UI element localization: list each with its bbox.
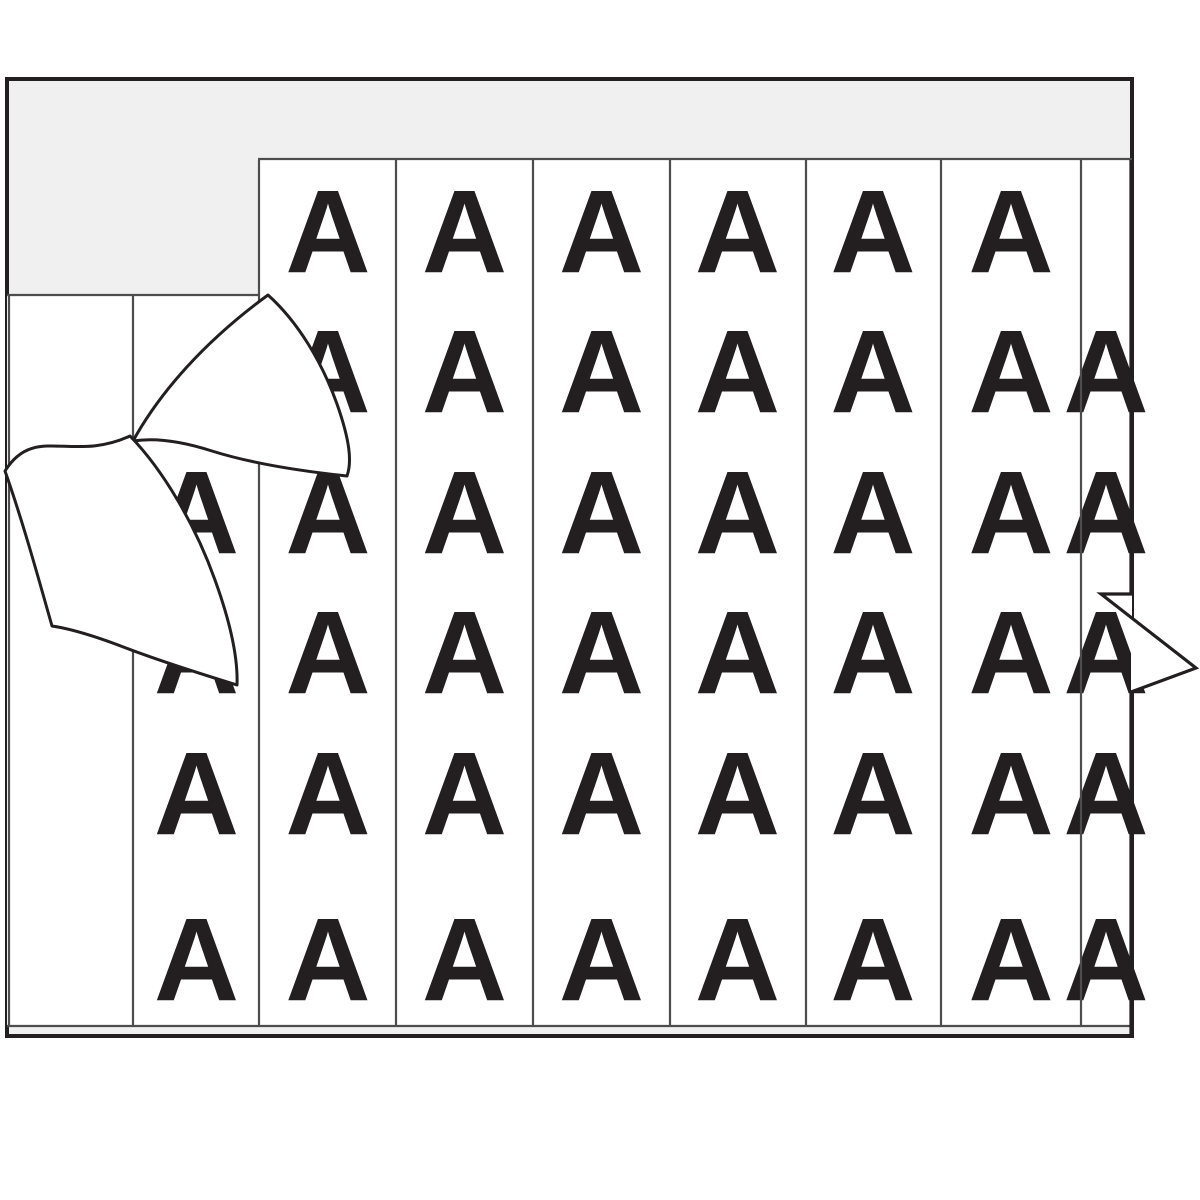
label-cell-letter: A — [285, 587, 370, 719]
label-cell-letter: A — [559, 447, 644, 579]
label-cell-letter: A — [695, 306, 780, 438]
label-cell-letter: A — [830, 728, 915, 860]
label-cell-letter: A — [1063, 728, 1148, 860]
label-cell-letter: A — [830, 894, 915, 1026]
column-separators — [7, 160, 1083, 1026]
label-cell-letter: A — [559, 894, 644, 1026]
label-cell-letter: A — [285, 166, 370, 298]
label-cell-letter: A — [968, 447, 1053, 579]
label-cell-letter: A — [695, 166, 780, 298]
peeled-label-lower-face — [3, 434, 239, 687]
label-area-edges — [7, 157, 1132, 1028]
peeled-label-lower — [3, 434, 239, 687]
zigzag-edge-tab — [1096, 160, 1200, 1035]
label-cell-letter: A — [154, 728, 239, 860]
label-cell-letter: A — [968, 894, 1053, 1026]
label-block-upper-right — [258, 159, 1132, 1027]
label-cell-letter: A — [830, 166, 915, 298]
zigzag-edge-tab-outline — [1096, 160, 1200, 1035]
label-cell-letter: A — [830, 447, 915, 579]
label-cell-letter: A — [968, 728, 1053, 860]
label-cell-letter: A — [1063, 306, 1148, 438]
label-cell-letter: A — [968, 587, 1053, 719]
label-cell-letter: A — [830, 306, 915, 438]
label-cell-letter: A — [968, 166, 1053, 298]
label-cell-letter: A — [559, 728, 644, 860]
label-cell-letter: A — [422, 587, 507, 719]
peeled-label-upper — [131, 293, 352, 478]
label-cell-letter: A — [1063, 447, 1148, 579]
label-cell-letter: A — [559, 306, 644, 438]
label-cell-letter: A — [154, 894, 239, 1026]
label-cell-letter: A — [695, 447, 780, 579]
label-cell-letter: A — [695, 894, 780, 1026]
label-cell-letter: A — [830, 587, 915, 719]
peeled-label-upper-face — [131, 293, 352, 478]
label-cell-letter: A — [695, 587, 780, 719]
label-cell-letter: A — [422, 728, 507, 860]
label-cell-letter: A — [1063, 894, 1148, 1026]
label-cell-letter: A — [285, 728, 370, 860]
label-cell-letter: A — [422, 306, 507, 438]
label-cell-letter: A — [559, 166, 644, 298]
label-cell-letter: A — [968, 306, 1053, 438]
label-cell-letter: A — [285, 894, 370, 1026]
label-cell-letter: A — [559, 587, 644, 719]
label-cell-letter: A — [422, 447, 507, 579]
label-cell-letter: A — [695, 728, 780, 860]
label-cell-letter: A — [422, 166, 507, 298]
label-cell-letter: A — [422, 894, 507, 1026]
